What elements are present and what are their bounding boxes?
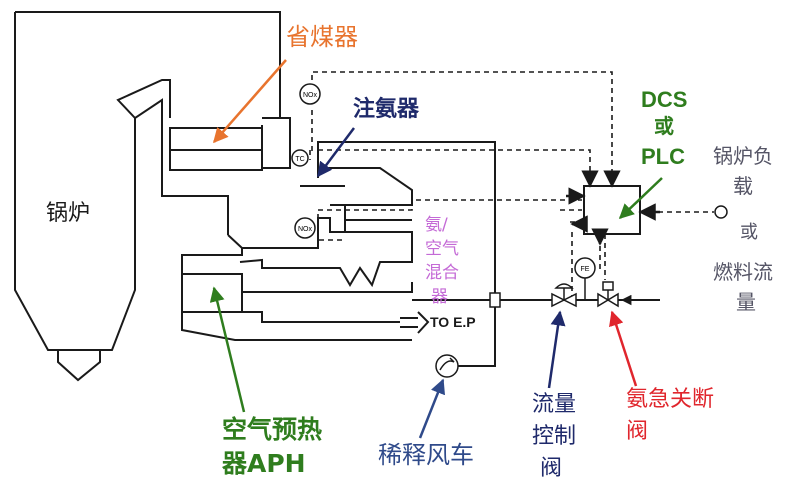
fe-flow-element: FE [574, 257, 596, 300]
load-label-line1: 锅炉负 [713, 144, 773, 168]
flow-valve-label-line3: 阀 [540, 456, 563, 481]
flue-duct [227, 110, 413, 288]
nox-mid-text: NOx [298, 226, 313, 233]
flow-valve-label-line1: 流量 [532, 392, 577, 417]
aph-label-line1: 空气预热 [222, 415, 323, 444]
mixer-label-line4: 器 [431, 287, 448, 307]
shutoff-label-line2: 阀 [626, 419, 649, 444]
mixer-box [489, 292, 501, 308]
shutoff-label-line1: 氨急关断 [626, 387, 715, 412]
mixer-label-line2: 空气 [425, 239, 459, 259]
fe-text: FE [581, 266, 590, 273]
aph-label-line2: 器APH [222, 449, 306, 478]
air-preheater [181, 248, 413, 341]
ammonia-injector-label: 注氨器 [353, 97, 420, 122]
shutoff-valve [597, 281, 619, 308]
economizer-section [169, 117, 291, 171]
flow-valve-label-line2: 控制 [532, 424, 577, 449]
dcs-plc-box [583, 185, 641, 235]
nox-analyzer-top: NOx [299, 83, 321, 105]
dcs-label-line3: PLC [641, 144, 685, 169]
injection-piping [317, 141, 660, 367]
nox-top-text: NOx [303, 92, 318, 99]
dcs-label-line1: DCS [641, 87, 688, 112]
fan-callout-arrow [418, 378, 445, 439]
economizer-callout-arrow [213, 59, 287, 144]
load-or-label: 或 [740, 222, 758, 243]
to-ep-label: TO E.P [430, 314, 476, 330]
flow-valve-callout-arrow [547, 310, 566, 389]
tc-sensor: TC [291, 149, 309, 167]
load-label-line3: 燃料流 [713, 260, 773, 284]
load-signal-node [714, 205, 728, 219]
controller-arrows [566, 170, 660, 246]
flow-control-valve [551, 283, 577, 308]
dcs-label-line2: 或 [654, 114, 674, 138]
mixer-label-line3: 混合 [425, 263, 459, 283]
dilution-fan-label: 稀释风车 [378, 441, 474, 469]
boiler-furnace [14, 11, 281, 382]
injector-callout-arrow [317, 127, 355, 178]
economizer-label: 省煤器 [286, 23, 358, 51]
tc-text: TC [295, 156, 304, 163]
mixer-label-line1: 氨/ [425, 215, 448, 235]
load-label-line2: 载 [733, 174, 753, 198]
nox-analyzer-mid: NOx [294, 217, 316, 239]
dcs-callout-arrow [618, 177, 663, 220]
dilution-fan [435, 354, 459, 378]
to-ep-arrow [400, 311, 430, 334]
shutoff-callout-arrow [609, 310, 638, 387]
aph-callout-arrow [209, 286, 246, 413]
load-label-line4: 量 [736, 290, 756, 314]
boiler-label: 锅炉 [46, 201, 91, 226]
